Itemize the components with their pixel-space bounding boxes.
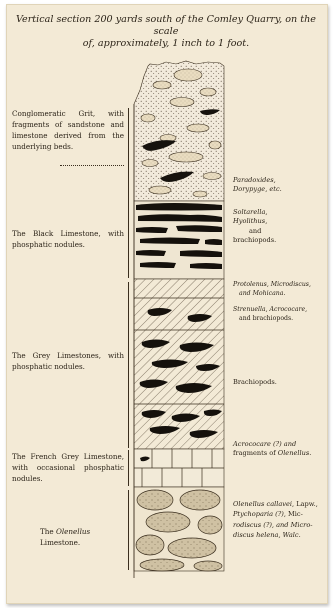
leader-grit xyxy=(60,165,124,166)
label-olenellus-limestone: The Olenellus Limestone. xyxy=(40,526,124,548)
layer-grey-limestones xyxy=(134,279,224,449)
label-black-limestone: The Black Limestone, with phosphatic nod… xyxy=(12,228,124,250)
layer-french-grey-limestone xyxy=(134,449,224,487)
fossils-grey-a: Protolenus, Microdiscus, and Mohicana. xyxy=(233,281,325,298)
label-french-grey-limestone: The French Grey Limestone, with occasion… xyxy=(12,451,124,484)
label-grey-limestones: The Grey Limestones, with phosphatic nod… xyxy=(12,350,124,372)
fossils-grit: Paradoxides, Dorypyge, etc. xyxy=(233,176,325,195)
layer-conglomeratic-grit xyxy=(134,61,224,201)
fossils-grey-b: Strenuella, Acrococare, and brachiopods. xyxy=(233,306,325,323)
brace-french xyxy=(128,450,129,486)
label-conglomeratic-grit: Conglomeratic Grit, with fragments of sa… xyxy=(12,108,124,152)
fossils-black-limestone: Soltarella, Hyolithus, and brachiopods. xyxy=(233,208,325,245)
brace-grit xyxy=(128,108,129,204)
layer-olenellus-limestone xyxy=(134,487,224,571)
layer-black-limestone xyxy=(134,201,224,279)
fossils-grey-c: Brachiopods. xyxy=(233,378,325,387)
brace-olenellus xyxy=(128,490,129,570)
brace-black xyxy=(128,204,129,278)
fossils-french-grey: Acrococare (?) and fragments of Olenellu… xyxy=(233,440,325,459)
fossils-olenellus: Olenellus callavei, Lapw., Ptychoparia (… xyxy=(233,499,325,541)
brace-grey xyxy=(128,282,129,448)
